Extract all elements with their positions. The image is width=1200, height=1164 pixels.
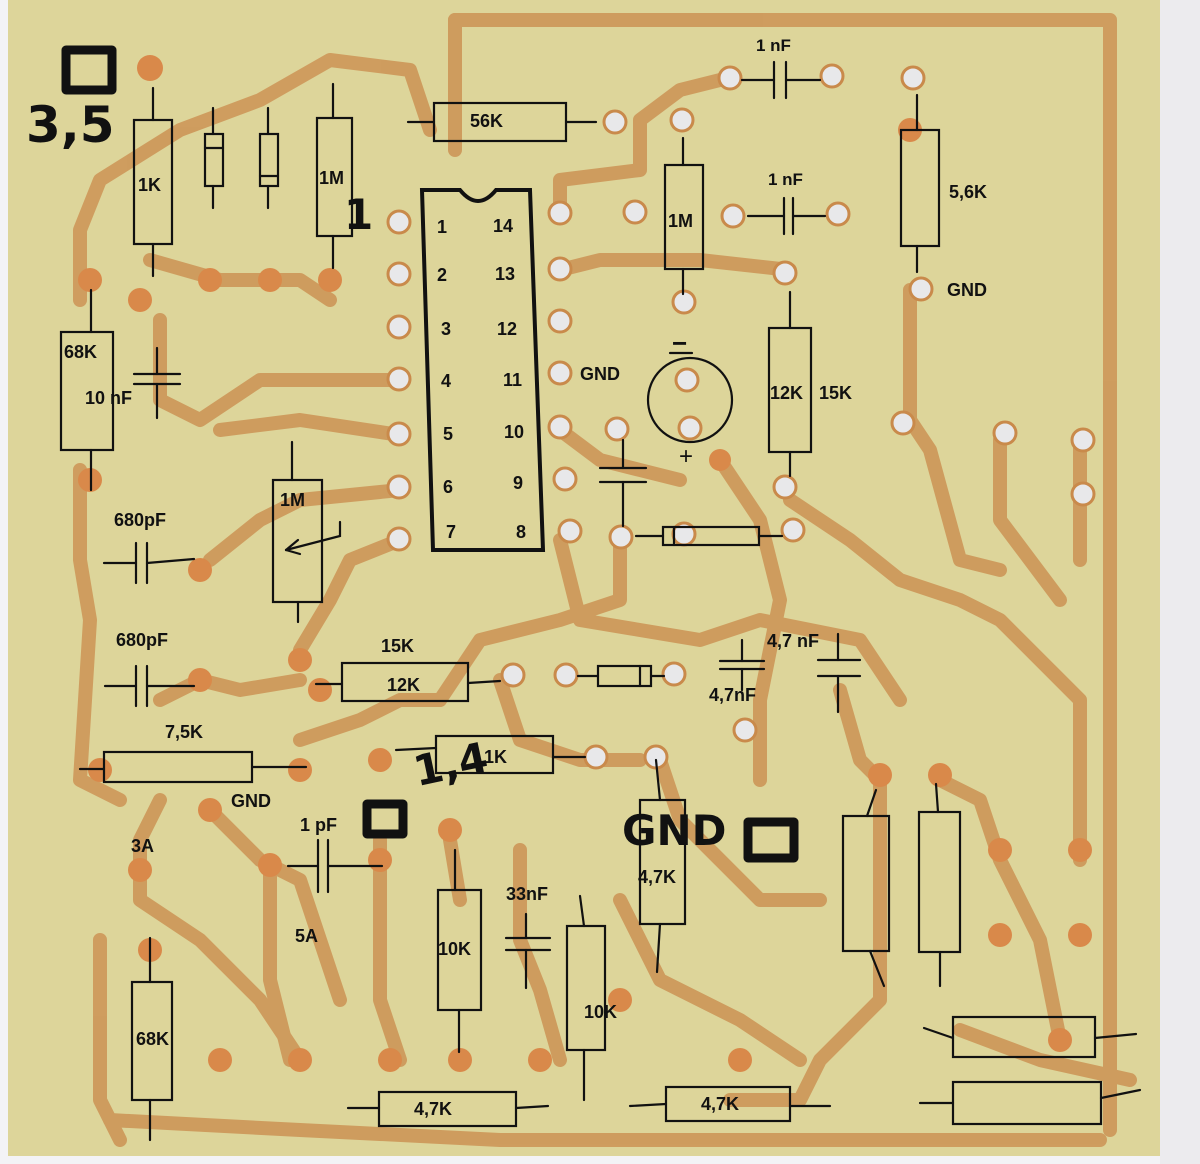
label-680pf-b: 680pF: [116, 630, 169, 650]
label-56k-right: 5,6K: [949, 182, 988, 202]
label-10k-b: 10K: [584, 1002, 618, 1022]
label-1m-right: 1M: [668, 211, 694, 231]
ic-pin-2: 2: [437, 265, 448, 285]
ic-pin-3: 3: [441, 319, 452, 339]
label-56k: 56K: [470, 111, 504, 131]
electrolytic-capacitor: [646, 356, 734, 444]
label-gnd-low: GND: [231, 791, 271, 811]
label-1k-top: 1K: [138, 175, 162, 195]
square-pad-gnd: [743, 817, 799, 863]
polarity-plus: +: [679, 443, 694, 470]
ic-pin-14: 14: [493, 216, 514, 236]
ic-pin-6: 6: [443, 477, 454, 497]
label-75k: 7,5K: [165, 722, 204, 742]
label-gnd-pin11: GND: [580, 364, 620, 384]
ic-pin-11: 11: [503, 370, 523, 390]
ic-pin-10: 10: [504, 422, 525, 442]
label-1pf: 1 pF: [300, 815, 338, 835]
label-1nf-top: 1 nF: [756, 36, 791, 55]
label-12k: 12K: [770, 383, 804, 403]
ink-annotations: [59, 60, 1142, 1142]
label-47nf-a: 4,7 nF: [767, 631, 820, 651]
label-33nf: 33nF: [506, 884, 549, 904]
ic-pin-7: 7: [446, 522, 457, 542]
solder-pads: [78, 55, 1096, 1072]
label-15k: 15K: [819, 383, 853, 403]
handwritten-35: 3,5: [26, 96, 115, 154]
label-1m-left: 1M: [319, 168, 345, 188]
ic-pin-13: 13: [495, 264, 516, 284]
label-10nf: 10 nF: [85, 388, 133, 408]
ic-pin-9: 9: [513, 473, 524, 493]
ic-pin-1: 1: [437, 217, 448, 237]
handwritten-gnd: GND: [622, 806, 727, 855]
ic-outline: [419, 188, 546, 552]
label-1k-mid: 1K: [484, 747, 508, 767]
marker-squares: [61, 45, 799, 863]
label-47nf-b: 4,7nF: [709, 685, 757, 705]
handwritten-pin1: 1: [344, 190, 374, 239]
ic-pin-5: 5: [443, 424, 454, 444]
label-68k-left: 68K: [64, 342, 98, 362]
label-47k-bottom-b: 4,7K: [701, 1094, 740, 1114]
label-pot-1m: 1M: [280, 490, 306, 510]
label-5a: 5A: [295, 926, 319, 946]
label-gnd-right: GND: [947, 280, 987, 300]
label-10k-a: 10K: [438, 939, 472, 959]
ic-pin-4: 4: [441, 371, 452, 391]
label-1nf-mid: 1 nF: [768, 170, 803, 189]
square-pad-14: [362, 799, 408, 839]
polarity-minus: −: [672, 328, 688, 358]
label-680pf-a: 680pF: [114, 510, 167, 530]
label-68k-bottom: 68K: [136, 1029, 170, 1049]
ic-pin-8: 8: [516, 522, 527, 542]
label-15k-b: 15K: [381, 636, 415, 656]
label-12k-b: 12K: [387, 675, 421, 695]
ic-pin-12: 12: [497, 319, 518, 339]
board-right-edge: [1160, 0, 1200, 1164]
label-47k-bottom-a: 4,7K: [414, 1099, 453, 1119]
label-47k-vert: 4,7K: [638, 867, 677, 887]
label-3a: 3A: [131, 836, 155, 856]
square-pad-35: [61, 45, 117, 95]
